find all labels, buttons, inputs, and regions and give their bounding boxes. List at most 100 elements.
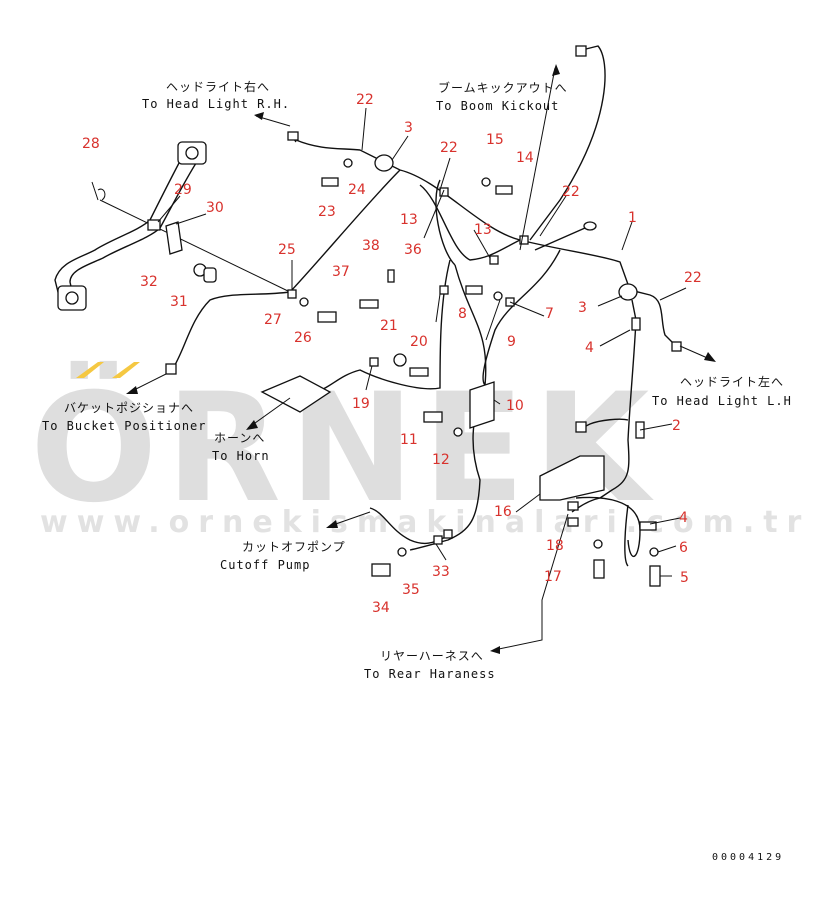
leader-lines: [157, 107, 687, 577]
label-boom-kickout-en: To Boom Kickout: [436, 99, 559, 113]
washer-35: [397, 547, 407, 557]
label-cutoff-pump-en: Cutoff Pump: [220, 558, 310, 572]
harness-wires: [165, 45, 682, 567]
callout-19: 19: [352, 396, 370, 412]
callout-30: 30: [206, 200, 224, 216]
drawing-code: 00004129: [712, 852, 784, 863]
callout-22: 22: [356, 92, 374, 108]
washer-20: [393, 353, 407, 367]
label-horn-jp: ホーンへ: [214, 431, 265, 445]
callout-36: 36: [404, 242, 422, 258]
clip-25: [287, 289, 297, 299]
clip-19: [369, 357, 379, 367]
washer-24: [343, 158, 353, 168]
callout-22d: 22: [684, 270, 702, 286]
label-rear-harness-en: To Rear Haraness: [364, 667, 496, 681]
label-bucket-positioner-jp: バケットポジショナへ: [64, 401, 194, 415]
pipe-flange-hole: [185, 146, 199, 160]
label-rear-harness-jp: リヤーハーネスへ: [380, 649, 484, 663]
washer-38: [387, 269, 395, 283]
callout-24: 24: [348, 182, 366, 198]
clip-13b: [489, 255, 499, 265]
callout-9: 9: [507, 334, 516, 350]
callout-38: 38: [362, 238, 380, 254]
bolt-14: [495, 185, 513, 195]
bolt-8: [465, 285, 483, 295]
connector-16b: [567, 501, 579, 511]
callout-22b: 22: [440, 140, 458, 156]
bolt-17: [593, 559, 605, 579]
callout-11: 11: [400, 432, 418, 448]
callout-34: 34: [372, 600, 390, 616]
hardware: [260, 154, 661, 587]
callout-37: 37: [332, 264, 350, 280]
bolt-34: [371, 563, 391, 577]
label-head-light-rh-en: To Head Light R.H.: [142, 97, 290, 111]
watermark-accent: [76, 362, 104, 378]
callout-13b: 13: [474, 222, 492, 238]
callout-10: 10: [506, 398, 524, 414]
callout-4b: 4: [679, 510, 688, 526]
callout-18: 18: [546, 538, 564, 554]
callout-27: 27: [264, 312, 282, 328]
callout-20: 20: [410, 334, 428, 350]
bolt-5: [649, 565, 661, 587]
pipe-flange-hole-2: [65, 291, 79, 305]
callout-2: 2: [672, 418, 681, 434]
callout-26: 26: [294, 330, 312, 346]
label-head-light-rh-jp: ヘッドライト右へ: [166, 79, 270, 94]
callout-3b: 3: [578, 300, 587, 316]
bracket-30: [165, 221, 183, 255]
callout-1: 1: [628, 210, 637, 226]
washer-15: [481, 177, 491, 187]
clamp-4: [631, 317, 641, 331]
washer-9: [493, 291, 503, 301]
callout-12: 12: [432, 452, 450, 468]
callout-16: 16: [494, 504, 512, 520]
label-cutoff-pump-jp: カットオフポンプ: [242, 540, 346, 554]
connector-head-light-lh: [671, 341, 682, 352]
callout-28: 28: [82, 136, 100, 152]
callout-32: 32: [140, 274, 158, 290]
bolt-23: [321, 177, 339, 187]
grommet-3: [374, 154, 394, 172]
label-horn-en: To Horn: [212, 449, 270, 463]
callout-23: 23: [318, 204, 336, 220]
callout-13: 13: [400, 212, 418, 228]
part-callouts: 1 2 3 3 4 4 5 6 7 8 9 10 11 12 13 13 14 …: [82, 92, 702, 616]
bolt-11: [423, 411, 443, 423]
callout-6: 6: [679, 540, 688, 556]
callout-35: 35: [402, 582, 420, 598]
nut-31: [203, 267, 217, 283]
callout-3: 3: [404, 120, 413, 136]
callout-25: 25: [278, 242, 296, 258]
callout-22c: 22: [562, 184, 580, 200]
destination-labels: ヘッドライト右へ To Head Light R.H. ブームキックアウトへ T…: [42, 79, 792, 681]
washer-27: [299, 297, 309, 307]
bracket-10: [469, 381, 495, 429]
connector-bucket-positioner: [165, 363, 177, 375]
label-head-light-lh-jp: ヘッドライト左へ: [680, 374, 784, 389]
bracket-16: [539, 455, 605, 501]
ground-terminal: [583, 221, 597, 231]
grommet-3b: [618, 283, 638, 301]
plate-19: [260, 375, 332, 413]
washer-18: [593, 539, 603, 549]
label-head-light-lh-en: To Head Light L.H: [652, 394, 792, 408]
destination-arrows: [126, 64, 716, 654]
clip-29: [147, 219, 161, 231]
callout-33: 33: [432, 564, 450, 580]
callout-21: 21: [380, 318, 398, 334]
callout-4: 4: [585, 340, 594, 356]
label-boom-kickout-jp: ブームキックアウトへ: [438, 80, 568, 95]
clamp-4b: [639, 521, 657, 531]
washer-6: [649, 547, 659, 557]
watermark-url: www.ornekismakinalari.com.tr: [40, 505, 810, 540]
pipe-assembly: [54, 141, 291, 311]
callout-29: 29: [174, 182, 192, 198]
watermark: ÖRNEK www.ornekismakinalari.com.tr: [30, 360, 810, 540]
connector-cutoff-pump: [443, 529, 453, 539]
callout-15: 15: [486, 132, 504, 148]
